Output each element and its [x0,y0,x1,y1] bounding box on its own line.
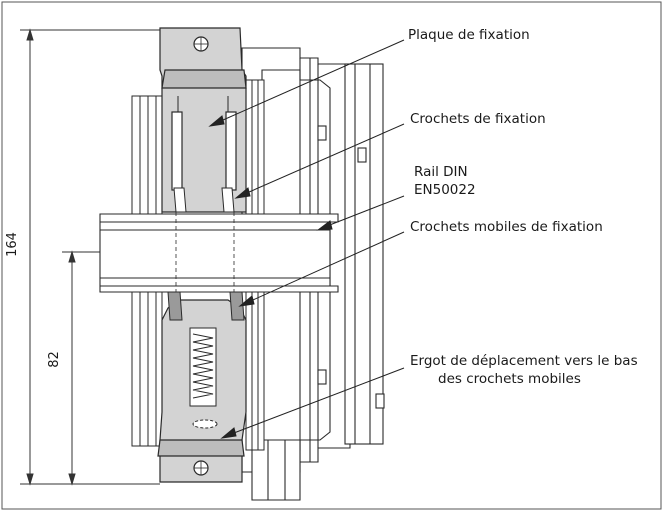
dimension-82 [62,250,150,486]
leader-lines [208,39,405,439]
label-rail-din: Rail DIN [414,164,468,180]
top-fixing-plate [159,27,247,213]
dimension-label-82: 82 [46,351,62,368]
label-crochets-mobiles: Crochets mobiles de fixation [410,219,603,235]
mobile-hooks [167,291,245,321]
dimension-label-164: 164 [4,232,20,257]
din-rail [99,212,339,296]
module-housing [241,47,385,501]
label-ergot-line2: des crochets mobiles [438,371,581,387]
label-en50022: EN50022 [414,182,476,198]
label-plaque-de-fixation: Plaque de fixation [408,27,530,43]
dimension-164 [20,28,160,486]
fixed-hooks [173,187,235,213]
label-crochets-de-fixation: Crochets de fixation [410,111,546,127]
bottom-fixing-plate [157,299,247,483]
label-ergot-line1: Ergot de déplacement vers le bas [410,353,638,369]
